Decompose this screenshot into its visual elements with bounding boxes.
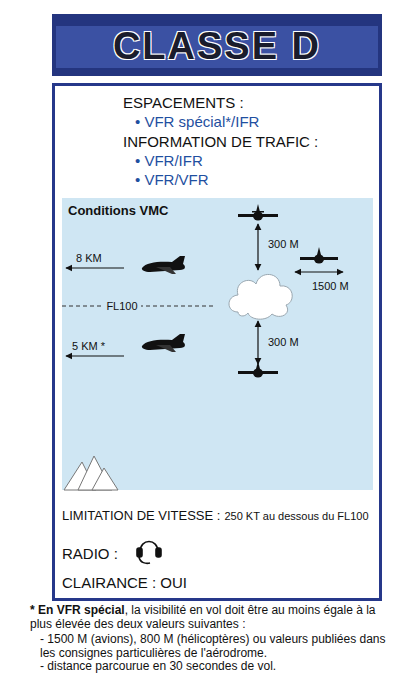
footnote-text: - distance parcourue en 30 secondes de v… (30, 660, 392, 674)
distance-arrows (66, 224, 343, 364)
section-label: INFORMATION DE TRAFIC : (123, 133, 318, 150)
footnote-text: - 1500 M (avions), 800 M (hélicoptères) … (30, 633, 392, 660)
plane-front-top (238, 204, 278, 221)
vmc-panel: Conditions VMC (62, 198, 373, 490)
flight-level-label: FL100 (103, 300, 140, 313)
clearance-label: CLAIRANCE : OUI (62, 574, 187, 591)
plane-front-right (300, 247, 338, 264)
bullet-item: • VFR/VFR (135, 171, 209, 188)
distance-label: 8 KM (76, 252, 102, 265)
frame (54, 85, 381, 600)
panel-heading: Conditions VMC (62, 198, 373, 218)
speed-line: LIMITATION DE VITESSE : 250 KT au dessous… (62, 508, 378, 523)
bullet-item: • VFR spécial*/IFR (135, 113, 259, 130)
plane-side-lower (142, 334, 185, 352)
class-title: CLASSE D (52, 25, 382, 69)
headset-icon (137, 542, 161, 564)
cloud (229, 274, 292, 319)
distance-label: 300 M (268, 336, 299, 349)
header-band (52, 14, 382, 76)
speed-limit-text: 250 KT au dessous du FL100 (224, 510, 368, 522)
distance-label: 1500 M (312, 280, 349, 293)
speed-limit-text: LIMITATION DE VITESSE : (62, 508, 220, 523)
vmc-panel-ground (62, 198, 373, 490)
footnote: * En VFR spécial, la visibilité en vol d… (30, 604, 392, 674)
distance-label: 5 KM * (72, 340, 105, 353)
bullet-item: • VFR/IFR (135, 152, 203, 169)
plane-side-upper (142, 256, 185, 274)
section-label: ESPACEMENTS : (123, 94, 244, 111)
distance-label: 300 M (268, 238, 299, 251)
footnote-lead: * En VFR spécial (30, 603, 125, 617)
footnote-paragraph: * En VFR spécial, la visibilité en vol d… (30, 604, 392, 631)
radio-label: RADIO : (62, 545, 118, 562)
mountains (64, 456, 118, 490)
